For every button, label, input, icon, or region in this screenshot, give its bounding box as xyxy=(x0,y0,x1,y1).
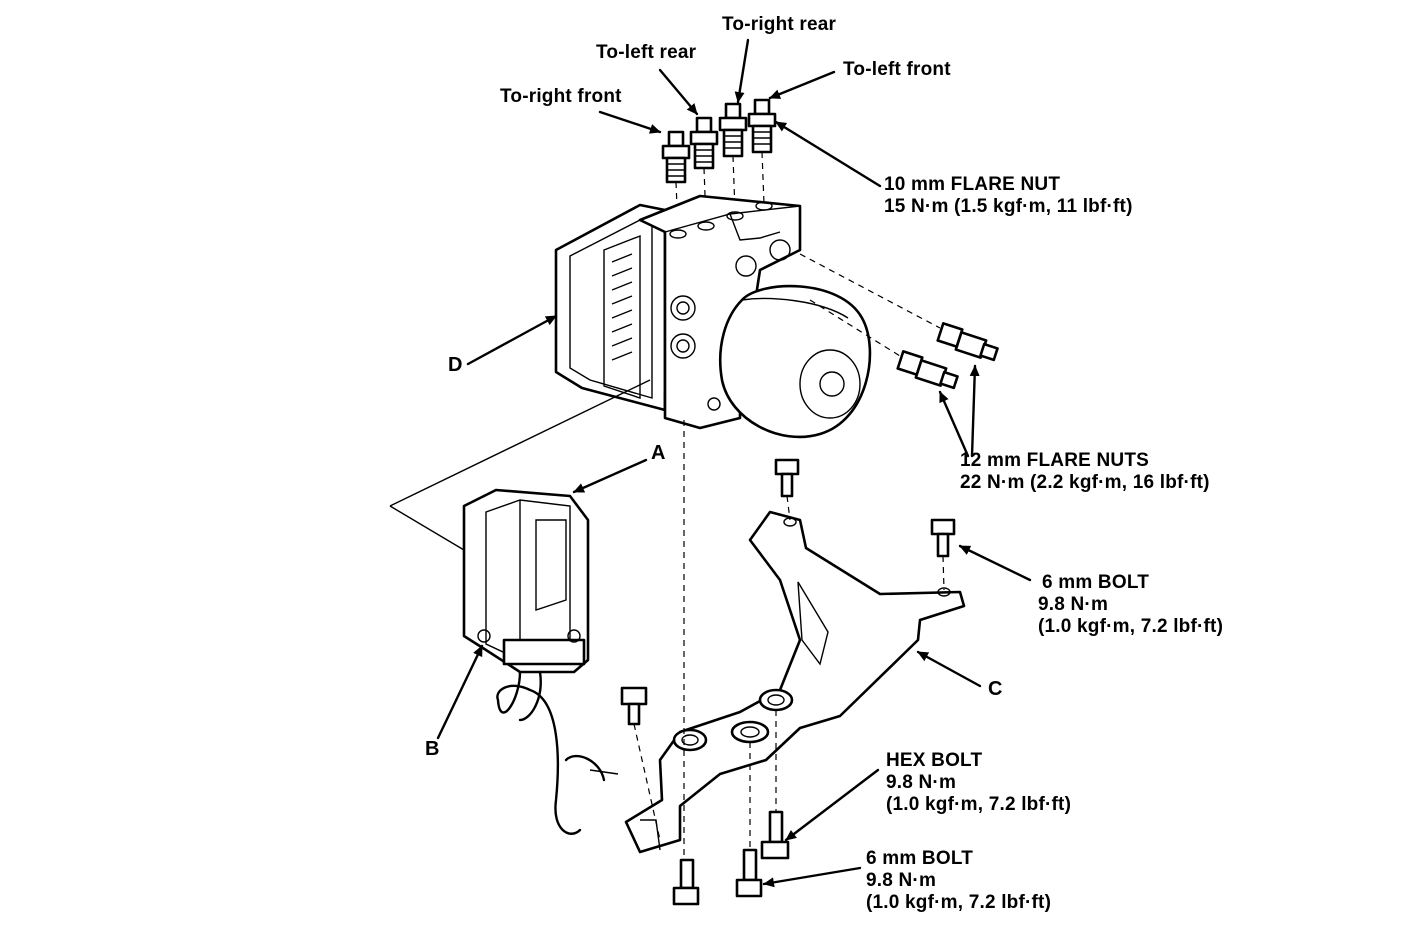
label-part-b: B xyxy=(425,738,440,760)
mounting-bracket xyxy=(624,510,966,854)
abs-modulator-unit xyxy=(554,194,872,439)
hex-bolt-torque-alt: (1.0 kgf·m, 7.2 lbf·ft) xyxy=(886,794,1072,815)
brake-line-fitting-left-rear xyxy=(689,116,719,170)
label-10mm-flare-nut: 10 mm FLARE NUT 15 N·m (1.5 kgf·m, 11 lb… xyxy=(884,174,1133,218)
flare-nut-12mm-lower xyxy=(896,350,959,390)
bolt-upper-title: 6 mm BOLT xyxy=(1042,572,1150,593)
bolt-6mm-upper xyxy=(930,518,956,558)
bolt-6mm-lower-left xyxy=(672,858,700,906)
control-module xyxy=(462,488,590,674)
label-to-left-front: To-left front xyxy=(843,59,951,80)
flare-nut-10-torque: 15 N·m (1.5 kgf·m, 11 lbf·ft) xyxy=(884,196,1133,217)
bolt-lower-title: 6 mm BOLT xyxy=(866,848,974,869)
bolt-upper-torque-alt: (1.0 kgf·m, 7.2 lbf·ft) xyxy=(1038,616,1224,637)
label-hex-bolt: HEX BOLT 9.8 N·m (1.0 kgf·m, 7.2 lbf·ft) xyxy=(886,750,1071,816)
bolt-lower-torque: 9.8 N·m xyxy=(866,870,937,891)
bolt-bracket-left xyxy=(620,686,648,726)
bolt-lower-torque-alt: (1.0 kgf·m, 7.2 lbf·ft) xyxy=(866,892,1052,913)
flare-nut-10-title: 10 mm FLARE NUT xyxy=(884,174,1061,195)
brake-line-fitting-right-rear xyxy=(718,102,748,158)
label-to-left-rear: To-left rear xyxy=(596,42,697,63)
hex-bolt-torque: 9.8 N·m xyxy=(886,772,957,793)
label-6mm-bolt-lower: 6 mm BOLT 9.8 N·m (1.0 kgf·m, 7.2 lbf·ft… xyxy=(866,848,1051,914)
bolt-6mm-lower xyxy=(735,848,763,898)
label-part-a: A xyxy=(651,442,666,464)
flare-nuts-12-torque: 22 N·m (2.2 kgf·m, 16 lbf·ft) xyxy=(960,472,1210,493)
wiring-harness xyxy=(496,670,619,835)
flare-nuts-12-title: 12 mm FLARE NUTS xyxy=(960,450,1150,471)
flare-nut-12mm-upper xyxy=(936,322,999,362)
label-to-right-rear: To-right rear xyxy=(722,14,837,35)
leader-lines xyxy=(436,38,1032,888)
bolt-6mm-bracket-top xyxy=(774,458,800,498)
hex-bolt xyxy=(760,810,790,860)
label-to-right-front: To-right front xyxy=(500,86,622,107)
label-12mm-flare-nuts: 12 mm FLARE NUTS 22 N·m (2.2 kgf·m, 16 l… xyxy=(960,450,1210,494)
bolt-upper-torque: 9.8 N·m xyxy=(1038,594,1109,615)
brake-line-fitting-right-front xyxy=(661,130,691,184)
label-part-d: D xyxy=(448,354,463,376)
hex-bolt-title: HEX BOLT xyxy=(886,750,983,771)
brake-line-fitting-left-front xyxy=(747,98,777,154)
label-6mm-bolt-upper: 6 mm BOLT 9.8 N·m (1.0 kgf·m, 7.2 lbf·ft… xyxy=(1038,572,1223,638)
label-part-c: C xyxy=(988,678,1003,700)
